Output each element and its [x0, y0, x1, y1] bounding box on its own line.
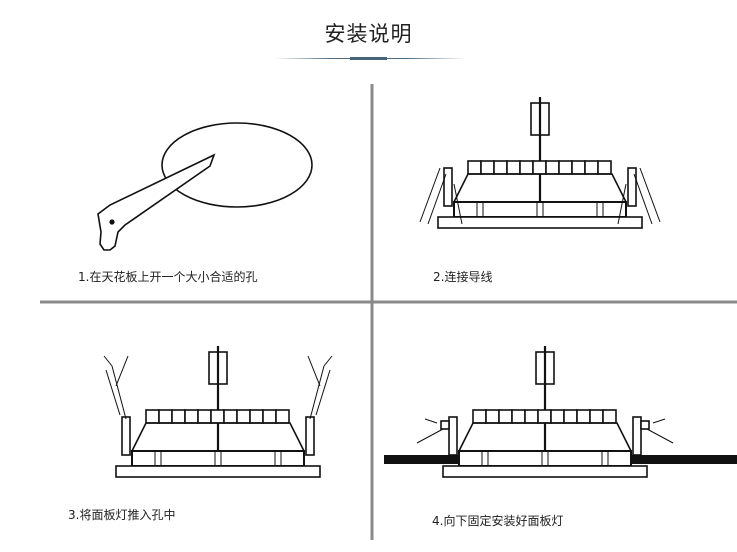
spring-clip — [307, 355, 321, 387]
heat-sink-fin — [236, 409, 251, 424]
heat-sink-fin — [498, 409, 513, 424]
connector-box — [530, 102, 550, 136]
spring-clip-mount — [443, 167, 453, 207]
step4-illustration — [384, 346, 737, 478]
spring-clip-mount — [632, 416, 642, 456]
spring-clip — [646, 428, 674, 444]
spring-clip — [309, 365, 331, 420]
spring-clip — [105, 365, 127, 420]
heat-sink-fin — [584, 160, 599, 175]
heat-sink-fin — [210, 409, 225, 424]
step4-label: 4.向下固定安装好面板灯 — [432, 514, 564, 528]
heat-sink-fin — [184, 409, 199, 424]
heat-sink-fin — [571, 160, 586, 175]
lamp-frame — [453, 201, 627, 218]
spring-clip — [416, 428, 444, 444]
heat-sink-fin — [249, 409, 264, 424]
spring-clip-mount — [305, 416, 315, 456]
heat-sink-fin — [545, 160, 560, 175]
face-panel — [442, 465, 648, 478]
heat-sink-fin — [576, 409, 591, 424]
heat-sink-fin — [145, 409, 160, 424]
heat-sink-fin — [558, 160, 573, 175]
heat-sink-fin — [467, 160, 482, 175]
spring-clip — [652, 418, 666, 424]
heat-sink-fin — [493, 160, 508, 175]
lamp-frame — [131, 450, 305, 467]
connector-box — [208, 351, 228, 385]
title-underline-accent — [350, 57, 387, 60]
heat-sink-fin — [197, 409, 212, 424]
spring-clip — [323, 355, 333, 367]
saw-icon — [97, 153, 216, 251]
connector-box — [535, 351, 555, 385]
heat-sink-fin — [472, 409, 487, 424]
heat-sink-fin — [602, 409, 617, 424]
heat-sink-fin — [597, 160, 612, 175]
spring-clip — [633, 173, 653, 225]
ceiling-hole — [161, 122, 313, 208]
spring-clip — [103, 355, 113, 367]
heat-sink-fin — [511, 409, 526, 424]
heat-sink-fin — [275, 409, 290, 424]
step2-label: 2.连接导线 — [433, 270, 493, 284]
heat-sink-fin — [537, 409, 552, 424]
heat-sink-fin — [262, 409, 277, 424]
face-panel — [437, 216, 643, 229]
heat-sink-fin — [480, 160, 495, 175]
heat-sink-fin — [563, 409, 578, 424]
spring-clip-mount — [448, 416, 458, 456]
heat-sink-fin — [171, 409, 186, 424]
heat-sink-fin — [158, 409, 173, 424]
ceiling-board — [384, 455, 459, 464]
lamp-frame — [458, 450, 632, 467]
spring-clip — [427, 173, 447, 225]
heat-sink-fin — [524, 409, 539, 424]
spring-clip — [440, 420, 450, 430]
heat-sink-fin — [589, 409, 604, 424]
page-title: 安装说明 — [324, 22, 413, 46]
heat-sink-fin — [506, 160, 521, 175]
ceiling-board — [631, 455, 737, 464]
spring-clip — [419, 167, 441, 223]
heat-sink-fin — [550, 409, 565, 424]
spring-clip — [617, 183, 627, 225]
heat-sink-fin — [223, 409, 238, 424]
step3-illustration — [103, 346, 333, 478]
heat-sink-fin — [532, 160, 547, 175]
spring-clip-mount — [627, 167, 637, 207]
step1-label: 1.在天花板上开一个大小合适的孔 — [78, 270, 258, 284]
heat-sink-fin — [519, 160, 534, 175]
step3-label: 3.将面板灯推入孔中 — [68, 508, 176, 522]
face-panel — [115, 465, 321, 478]
spring-clip — [424, 418, 438, 424]
step1-illustration — [97, 122, 313, 251]
spring-clip — [639, 167, 661, 223]
spring-clip — [640, 420, 650, 430]
step2-illustration — [419, 97, 661, 229]
spring-clip-mount — [121, 416, 131, 456]
heat-sink-fin — [485, 409, 500, 424]
spring-clip — [453, 183, 463, 225]
spring-clip — [115, 355, 129, 387]
